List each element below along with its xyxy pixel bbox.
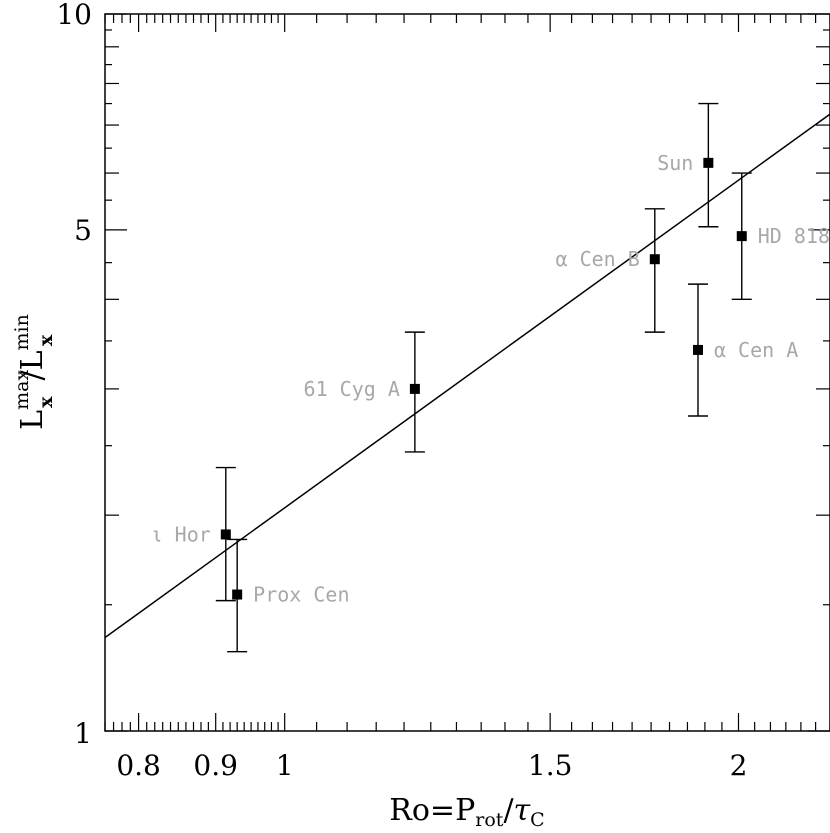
plot-frame — [104, 13, 830, 732]
data-point-group: Sun — [657, 102, 719, 228]
point-label: α Cen A — [714, 338, 798, 362]
data-point — [649, 254, 660, 265]
x-tick-label: 0.8 — [116, 749, 161, 782]
y-tick-label: 5 — [74, 214, 92, 247]
data-point — [692, 344, 703, 355]
x-axis-title: Ro=Prot/τC — [389, 793, 544, 831]
data-point-group: α Cen B — [556, 208, 665, 333]
x-tick-label: 2 — [730, 749, 748, 782]
data-point-group: HD 81809 — [731, 172, 830, 301]
data-point — [232, 589, 243, 600]
x-tick-labels: 0.8 0.9 1 1.5 2 — [116, 749, 747, 782]
data-point-group: ι Hor — [151, 466, 236, 602]
data-point-group: Prox Cen — [227, 538, 349, 653]
y-tick-label: 1 — [74, 717, 92, 750]
x-tick-label: 0.9 — [193, 749, 238, 782]
point-label: ι Hor — [151, 522, 211, 546]
data-point — [220, 529, 231, 540]
data-point — [736, 231, 747, 242]
data-point-group: 61 Cyg A — [304, 331, 425, 453]
data-point — [409, 383, 420, 394]
point-label: α Cen B — [556, 247, 640, 271]
fit-line — [104, 113, 830, 639]
x-tick-label: 1 — [276, 749, 294, 782]
data-point-group: α Cen A — [687, 283, 798, 417]
point-label: Sun — [657, 151, 693, 175]
axis-ticks — [104, 13, 830, 732]
point-label: 61 Cyg A — [304, 377, 400, 401]
y-tick-label: 10 — [56, 0, 92, 31]
x-tick-label: 1.5 — [528, 749, 573, 782]
point-label: Prox Cen — [253, 583, 349, 607]
data-point — [703, 157, 714, 168]
point-label: HD 81809 — [758, 224, 830, 248]
